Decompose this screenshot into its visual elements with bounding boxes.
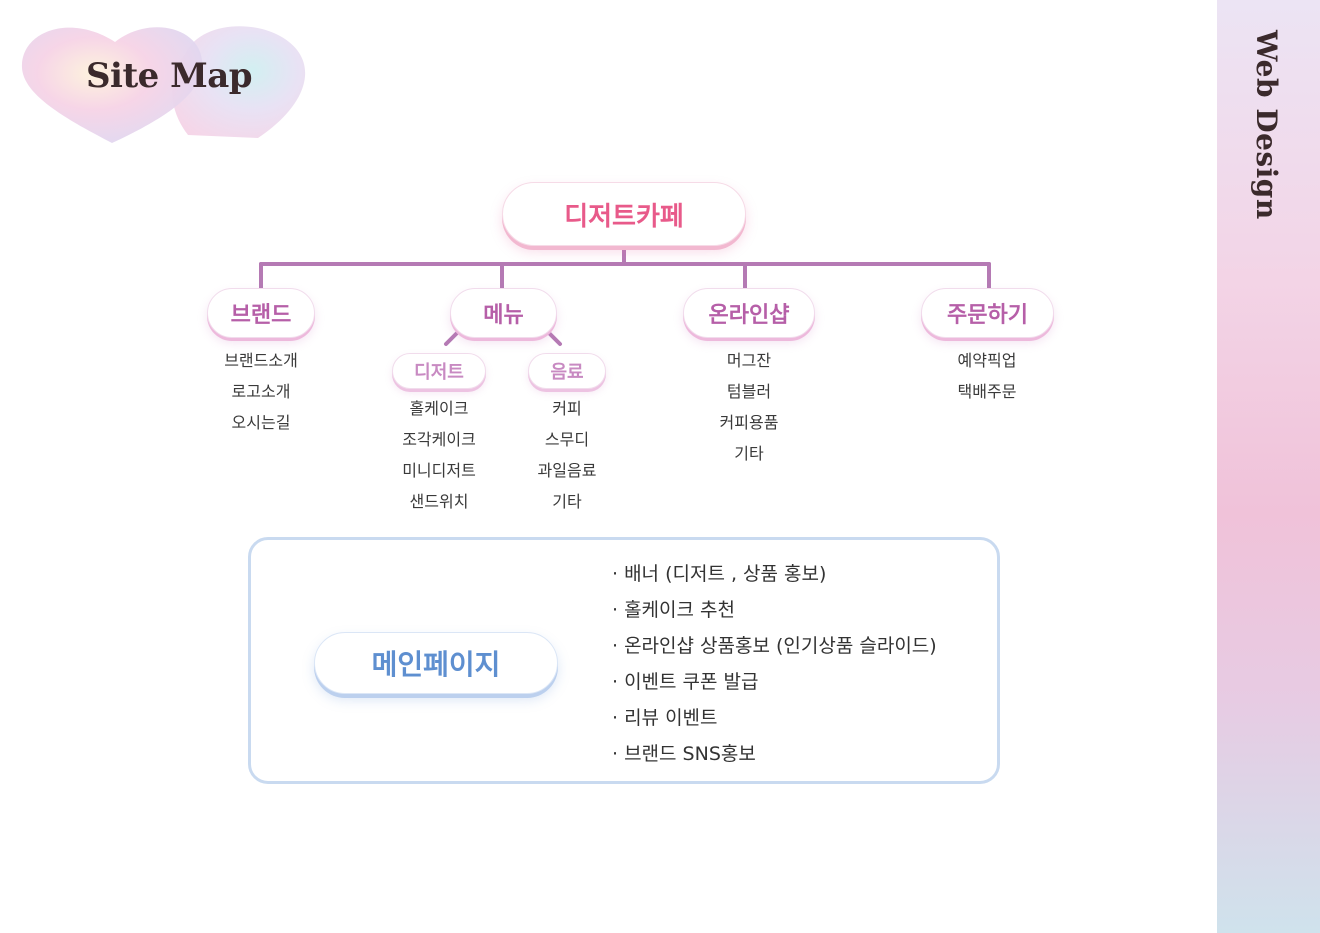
- list-item: 택배주문: [957, 382, 1017, 401]
- list-item: 과일음료: [537, 461, 597, 480]
- shop-items: 머그잔 텀블러 커피용품 기타: [689, 345, 809, 469]
- list-item: 커피: [552, 399, 582, 418]
- dessert-node: 디저트: [392, 353, 486, 389]
- main-page-features: · 배너 (디저트 , 상품 홍보) · 홀케이크 추천 · 온라인샵 상품홍보…: [612, 556, 937, 772]
- list-item: 오시는길: [231, 413, 291, 432]
- list-item: 커피용품: [719, 413, 779, 432]
- drink-items: 커피 스무디 과일음료 기타: [507, 393, 627, 517]
- list-item: 홀케이크: [409, 399, 469, 418]
- main-page-box: [248, 537, 1000, 784]
- drink-node: 음료: [528, 353, 606, 389]
- feature-item: · 온라인샵 상품홍보 (인기상품 슬라이드): [612, 635, 937, 657]
- main-page-node: 메인페이지: [314, 632, 558, 694]
- order-items: 예약픽업 택배주문: [927, 345, 1047, 407]
- feature-item: · 홀케이크 추천: [612, 599, 735, 621]
- feature-item: · 배너 (디저트 , 상품 홍보): [612, 563, 827, 585]
- list-item: 기타: [734, 444, 764, 463]
- list-item: 스무디: [544, 430, 590, 449]
- page-title: Site Map: [86, 56, 253, 96]
- dessert-items: 홀케이크 조각케이크 미니디저트 샌드위치: [379, 393, 499, 517]
- list-item: 브랜드소개: [224, 351, 298, 370]
- side-label: Web Design: [1250, 30, 1283, 220]
- list-item: 머그잔: [726, 351, 772, 370]
- brand-node: 브랜드: [207, 288, 315, 338]
- list-item: 로고소개: [231, 382, 291, 401]
- side-strip: [1217, 0, 1320, 933]
- feature-item: · 브랜드 SNS홍보: [612, 743, 756, 765]
- feature-item: · 리뷰 이벤트: [612, 707, 718, 729]
- root-node: 디저트카페: [502, 182, 746, 246]
- list-item: 샌드위치: [409, 492, 469, 511]
- heart-decoration: [21, 26, 306, 143]
- feature-item: · 이벤트 쿠폰 발급: [612, 671, 759, 693]
- list-item: 조각케이크: [402, 430, 476, 449]
- list-item: 텀블러: [726, 382, 772, 401]
- brand-items: 브랜드소개 로고소개 오시는길: [201, 345, 321, 438]
- shop-node: 온라인샵: [683, 288, 815, 338]
- menu-node: 메뉴: [450, 288, 557, 338]
- list-item: 기타: [552, 492, 582, 511]
- list-item: 미니디저트: [402, 461, 476, 480]
- list-item: 예약픽업: [957, 351, 1017, 370]
- order-node: 주문하기: [921, 288, 1054, 338]
